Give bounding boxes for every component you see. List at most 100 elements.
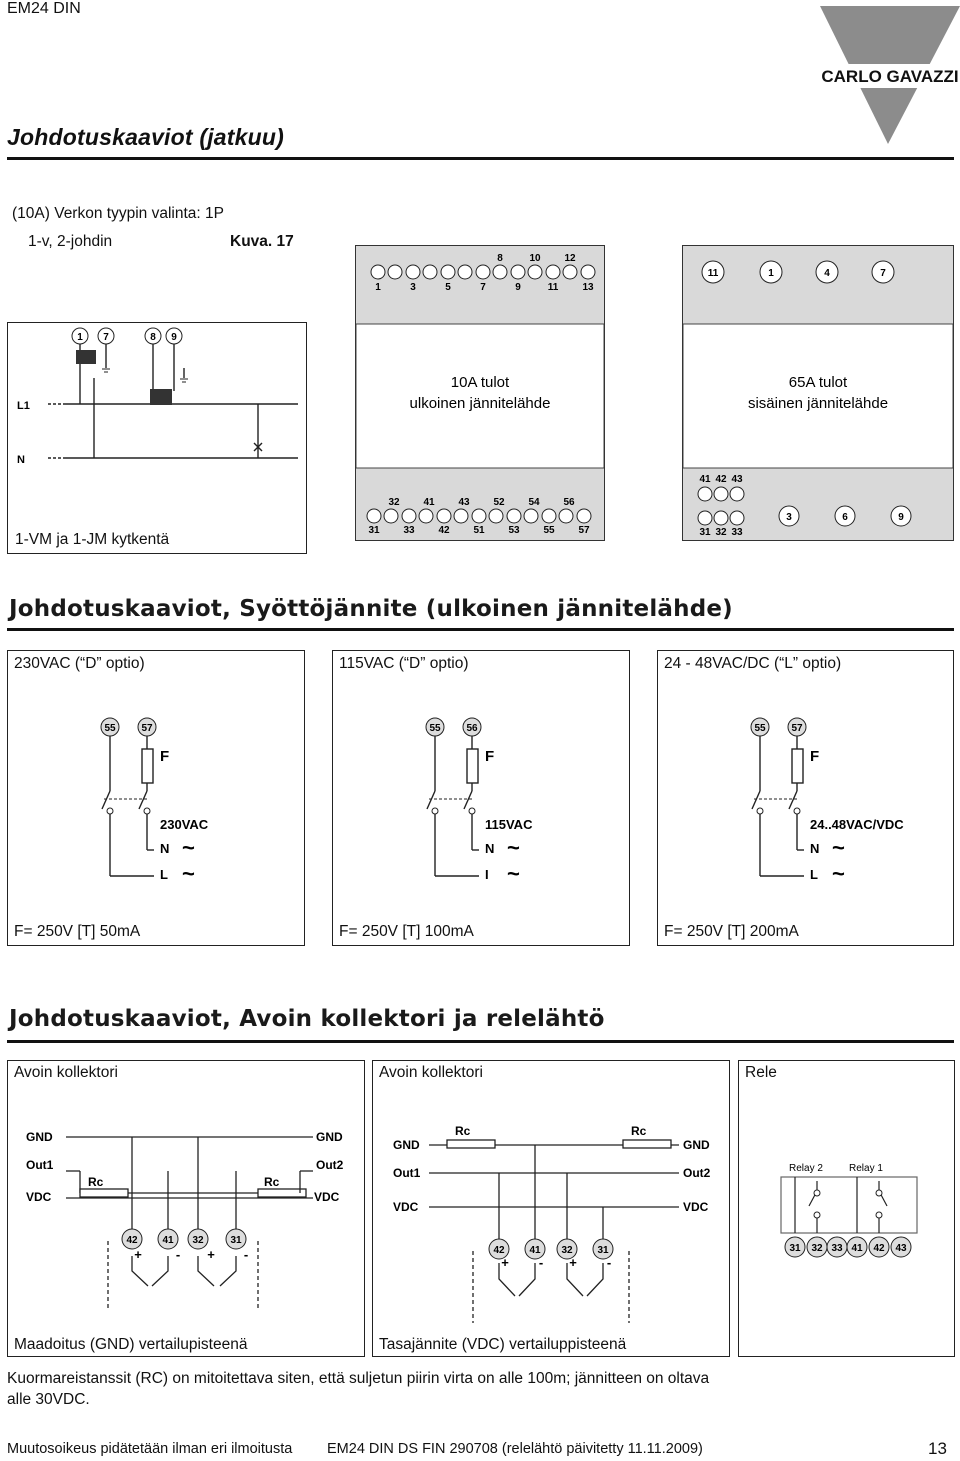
panel1-terminal-label: 32 [192, 1235, 204, 1246]
module-65a-bottom-terminal [713, 486, 729, 502]
svg-text:+: + [569, 1255, 577, 1270]
module-10a-top-terminal [545, 264, 561, 280]
carlo-gavazzi-logo: CARLO GAVAZZI [820, 6, 960, 144]
svg-text:55: 55 [754, 723, 766, 734]
module-10a-bottom-terminal-label: 52 [493, 497, 505, 508]
module-10a-top-terminal-label: 13 [582, 282, 594, 293]
network-caption-2: 1-v, 2-johdin [28, 233, 113, 250]
fuse-rating: F= 250V [T] 100mA [339, 923, 474, 940]
supply-panel-2: 115VAC (“D” optio) 55 56 F [332, 650, 630, 946]
fuse-rating: F= 250V [T] 50mA [14, 923, 141, 940]
module-10a-top-terminal [562, 264, 578, 280]
panel1-terminal-label: 42 [126, 1235, 138, 1246]
svg-text:Rc: Rc [631, 1124, 647, 1138]
svg-text:~: ~ [832, 861, 845, 886]
document-id: EM24 DIN [7, 0, 81, 17]
module-65a-bottom-terminal [713, 510, 729, 526]
svg-text:~: ~ [507, 835, 520, 860]
module-65a-bottom-terminal [697, 486, 713, 502]
network-caption-1: (10A) Verkon tyypin valinta: 1P [12, 205, 224, 222]
svg-text:GND: GND [393, 1138, 420, 1152]
svg-text:F: F [160, 748, 169, 765]
panel1-terminal [157, 1228, 179, 1250]
panel2-terminal [488, 1238, 510, 1260]
module-10a-bottom-terminal-label: 57 [578, 525, 590, 536]
supply-panel-header: 115VAC (“D” optio) [339, 655, 469, 672]
module-65a-bottom-terminal-label: 31 [699, 527, 711, 538]
module-65a-right-terminal [834, 505, 856, 527]
module-10a-top-terminal-label: 10 [529, 253, 541, 264]
module-10a-bottom-terminal [453, 508, 469, 524]
footer-disclaimer: Muutosoikeus pidätetään ilman eri ilmoit… [7, 1441, 293, 1457]
vdc-reference-caption: Tasajännite (VDC) vertailuppisteenä [379, 1336, 627, 1353]
svg-text:Rc: Rc [264, 1175, 280, 1189]
module-10a-bottom-terminal-label: 51 [473, 525, 485, 536]
module-10a-bottom-terminal-label: 32 [388, 497, 400, 508]
module-65a-right-terminal [778, 505, 800, 527]
svg-text:~: ~ [507, 861, 520, 886]
module-10a-bottom-terminal [523, 508, 539, 524]
module-10a-bottom-terminal-label: 53 [508, 525, 520, 536]
module-65a-label-1: 65A tulot [789, 374, 848, 391]
output-section-rule [7, 1040, 954, 1043]
svg-text:1: 1 [77, 332, 83, 343]
module-10a-top-terminal-label: 7 [480, 282, 486, 293]
svg-text:-: - [607, 1255, 611, 1270]
svg-text:Out2: Out2 [683, 1166, 711, 1180]
relay-terminal-label: 41 [851, 1243, 863, 1254]
open-collector-vdc-panel: Avoin kollektori GND Out1 VDC Rc GND Out… [372, 1060, 730, 1357]
svg-text:24..48VAC/VDC: 24..48VAC/VDC [810, 817, 904, 832]
panel1-terminal [225, 1228, 247, 1250]
svg-text:57: 57 [141, 723, 153, 734]
module-10a-bottom-terminal-label: 41 [423, 497, 435, 508]
module-10a-top-terminal [475, 264, 491, 280]
module-10a-top-terminal-label: 11 [548, 282, 559, 293]
svg-text:L: L [810, 867, 818, 882]
figure-ref: Kuva. 17 [230, 233, 294, 250]
svg-text:VDC: VDC [393, 1200, 419, 1214]
module-65a-label-2: sisäinen jännitelähde [748, 395, 888, 412]
module-65a-top-terminal [759, 260, 783, 284]
module-10a-top-terminal [580, 264, 596, 280]
module-65a-bottom-terminal-label: 32 [715, 527, 727, 538]
wiring-diagram: 1 7 8 9 L1 N [17, 327, 298, 466]
svg-text:VDC: VDC [683, 1200, 709, 1214]
module-65a-top-terminal [871, 260, 895, 284]
module-65a-top-terminal [815, 260, 839, 284]
svg-text:Out1: Out1 [393, 1166, 421, 1180]
module-65a-right-terminal-label: 3 [786, 512, 792, 523]
svg-text:N: N [160, 841, 169, 856]
supply-panel-header: 24 - 48VAC/DC (“L” optio) [664, 655, 842, 672]
module-10a-top-terminal-label: 9 [515, 282, 521, 293]
module-65a-top-terminal [701, 260, 725, 284]
module-65a-right-terminal-label: 6 [842, 512, 848, 523]
supply-wiring-diagram: 55 57 F 24..48VAC/VDC N L ~ [750, 717, 904, 886]
panel2-terminal [592, 1238, 614, 1260]
module-10a-bottom-terminal [471, 508, 487, 524]
panel2-header: Avoin kollektori [379, 1064, 483, 1081]
svg-text:N: N [810, 841, 819, 856]
module-65a-bottom-terminal [697, 510, 713, 526]
svg-text:+: + [501, 1255, 509, 1270]
module-10a-top-terminal [405, 264, 421, 280]
panel2-terminal-label: 31 [597, 1245, 609, 1256]
module-10a-bottom-terminal-label: 43 [458, 497, 470, 508]
panel1-terminal-label: 31 [230, 1235, 242, 1246]
module-10a-label-2: ulkoinen jännitelähde [410, 395, 551, 412]
module-10a-bottom-terminal-label: 56 [563, 497, 575, 508]
wiring-diagram-box: 1 7 8 9 L1 N 1- [7, 322, 307, 554]
module-65a-top-terminal-label: 4 [824, 268, 830, 279]
page-title: Johdotuskaaviot (jatkuu) [7, 124, 284, 150]
supply-panel-3: 24 - 48VAC/DC (“L” optio) 55 57 [657, 650, 954, 946]
relay-terminal-label: 31 [789, 1243, 801, 1254]
relay-terminal-label: 43 [895, 1243, 907, 1254]
supply-section-title: Johdotuskaaviot, Syöttöjännite (ulkoinen… [9, 596, 733, 622]
svg-text:7: 7 [103, 332, 109, 343]
svg-text:VDC: VDC [314, 1190, 340, 1204]
panel1-terminal-label: 41 [162, 1235, 174, 1246]
module-10a-bottom-terminal-label: 31 [368, 525, 380, 536]
